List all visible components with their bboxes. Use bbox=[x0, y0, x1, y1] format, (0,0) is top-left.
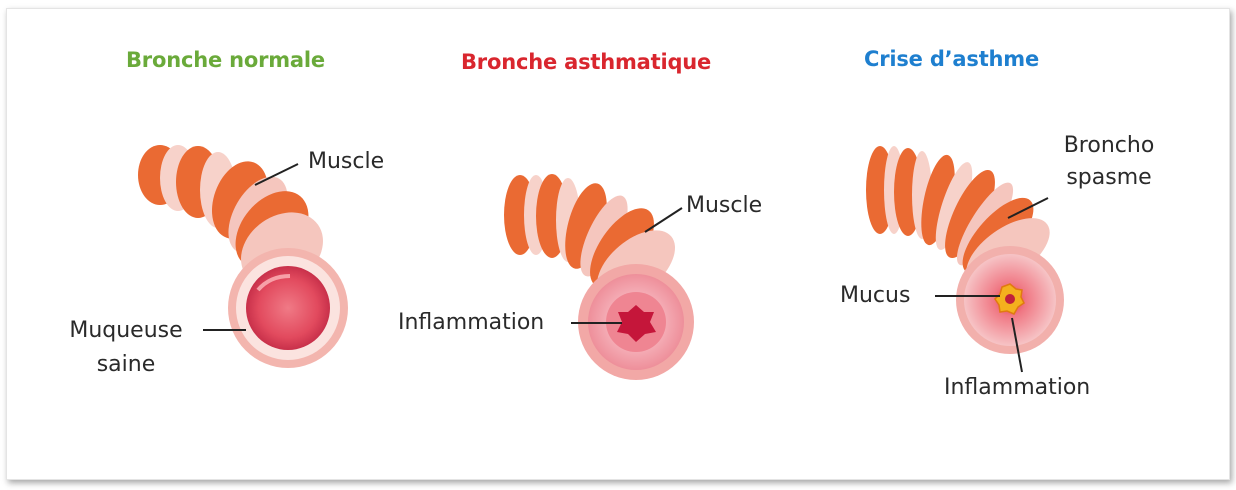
bronchus-attack bbox=[866, 146, 1064, 372]
label-muscle-asthmatic: Muscle bbox=[686, 193, 762, 219]
lumen-attack bbox=[1005, 294, 1015, 304]
label-spasm: Broncho spasme bbox=[1050, 133, 1168, 191]
label-inflammation-asthmatic: Inflammation bbox=[398, 310, 544, 336]
label-spasm-line1: Broncho bbox=[1050, 133, 1168, 159]
label-muscle-normal: Muscle bbox=[308, 149, 384, 175]
lumen-normal bbox=[246, 266, 330, 350]
bronchus-asthmatic bbox=[504, 174, 694, 380]
label-mucosa-line1: Muqueuse bbox=[56, 318, 196, 344]
label-mucosa-line2: saine bbox=[56, 352, 196, 378]
label-mucosa-normal: Muqueuse saine bbox=[56, 318, 196, 378]
label-spasm-line2: spasme bbox=[1050, 165, 1168, 191]
label-mucus: Mucus bbox=[840, 283, 910, 309]
label-inflammation-attack: Inflammation bbox=[944, 375, 1090, 401]
